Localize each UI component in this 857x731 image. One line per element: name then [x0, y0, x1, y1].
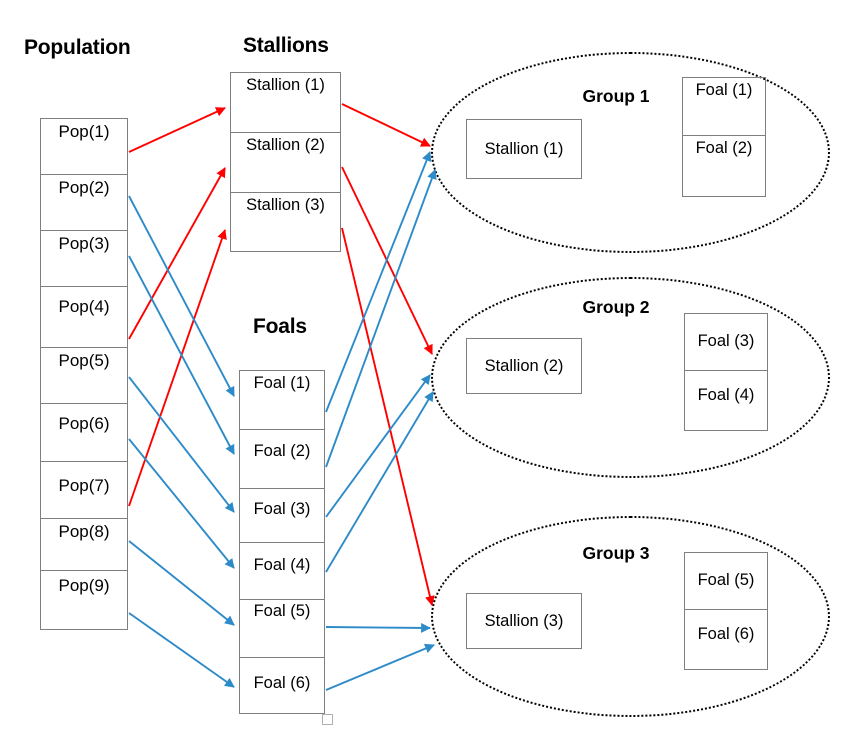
- population-cell[interactable]: Pop(8): [41, 519, 127, 571]
- stallion-cell[interactable]: Stallion (2): [231, 133, 340, 193]
- group-3-foal-stack: Foal (5) Foal (6): [684, 552, 768, 670]
- group-foal-cell[interactable]: Foal (1): [683, 78, 765, 136]
- population-cell-label: Pop(6): [58, 414, 110, 433]
- arrow-stallion2-to-group2: [341, 166, 433, 355]
- group-1-ellipse: [431, 52, 830, 253]
- arrow-pop6-to-foal4: [128, 438, 235, 569]
- group-2-stallion-box[interactable]: Stallion (2): [466, 338, 582, 394]
- population-cell[interactable]: Pop(1): [41, 119, 127, 175]
- foal-cell-label: Foal (1): [253, 374, 311, 392]
- foal-cell-label: Foal (6): [253, 674, 311, 692]
- population-cell-label: Pop(4): [58, 297, 110, 316]
- population-cell-label: Pop(3): [58, 234, 110, 253]
- population-stack: Pop(1) Pop(2) Pop(3) Pop(4) Pop(5) Pop(6…: [40, 118, 128, 630]
- group-foal-label: Foal (3): [697, 332, 755, 350]
- foals-stack: Foal (1) Foal (2) Foal (3) Foal (4) Foal…: [239, 370, 325, 714]
- population-cell-label: Pop(7): [58, 476, 110, 495]
- stallion-cell[interactable]: Stallion (3): [231, 193, 340, 253]
- selection-handle[interactable]: [322, 714, 333, 725]
- group-2-foal-stack: Foal (3) Foal (4): [684, 313, 768, 431]
- group-foal-cell[interactable]: Foal (2): [683, 136, 765, 194]
- population-cell-label: Pop(5): [58, 351, 110, 370]
- stallion-cell-label: Stallion (3): [246, 196, 325, 214]
- group-1-title: Group 1: [582, 86, 650, 106]
- group-foal-cell[interactable]: Foal (4): [685, 371, 767, 428]
- arrow-foal6-to-group3: [325, 643, 435, 691]
- group-foal-label: Foal (1): [695, 81, 753, 99]
- population-cell-label: Pop(1): [58, 122, 110, 141]
- foal-cell[interactable]: Foal (5): [240, 600, 324, 658]
- population-cell[interactable]: Pop(7): [41, 462, 127, 519]
- group-2-title: Group 2: [582, 297, 650, 317]
- foal-cell-label: Foal (5): [253, 602, 311, 620]
- foal-cell[interactable]: Foal (1): [240, 371, 324, 430]
- foal-cell[interactable]: Foal (6): [240, 658, 324, 715]
- group-3-ellipse: [431, 516, 830, 717]
- foals-heading: Foals: [253, 315, 307, 338]
- foal-cell[interactable]: Foal (3): [240, 489, 324, 543]
- group-1-foal-stack: Foal (1) Foal (2): [682, 77, 766, 197]
- foal-cell[interactable]: Foal (2): [240, 430, 324, 489]
- stallion-cell[interactable]: Stallion (1): [231, 73, 340, 133]
- population-cell-label: Pop(2): [58, 178, 110, 197]
- arrow-foal4-to-group2: [325, 391, 434, 573]
- group-foal-label: Foal (5): [697, 571, 755, 589]
- group-3-title: Group 3: [582, 543, 650, 563]
- arrow-pop8-to-foal5: [128, 540, 235, 626]
- group-foal-label: Foal (4): [697, 386, 755, 404]
- group-foal-cell[interactable]: Foal (5): [685, 553, 767, 610]
- population-cell[interactable]: Pop(9): [41, 571, 127, 631]
- arrow-foal1-to-group1: [325, 151, 432, 413]
- group-1-stallion-box[interactable]: Stallion (1): [466, 119, 582, 179]
- arrow-pop4-to-stallion2: [128, 167, 226, 340]
- group-foal-label: Foal (2): [695, 139, 753, 157]
- population-cell[interactable]: Pop(6): [41, 404, 127, 462]
- arrow-pop1-to-stallion1: [128, 107, 226, 153]
- population-cell-label: Pop(8): [58, 522, 110, 541]
- arrow-pop5-to-foal3: [128, 376, 235, 513]
- group-foal-cell[interactable]: Foal (6): [685, 610, 767, 667]
- population-cell[interactable]: Pop(2): [41, 175, 127, 231]
- arrow-pop9-to-foal6: [128, 612, 235, 688]
- foal-cell-label: Foal (4): [253, 556, 311, 574]
- arrow-foal2-to-group1: [325, 169, 437, 468]
- foal-cell-label: Foal (2): [253, 442, 311, 460]
- stallion-cell-label: Stallion (2): [246, 136, 325, 154]
- group-foal-cell[interactable]: Foal (3): [685, 314, 767, 371]
- foal-cell-label: Foal (3): [253, 500, 311, 518]
- arrow-pop7-to-stallion3: [128, 229, 227, 507]
- population-cell[interactable]: Pop(4): [41, 287, 127, 348]
- group-foal-label: Foal (6): [697, 625, 755, 643]
- group-3-stallion-box[interactable]: Stallion (3): [466, 593, 582, 649]
- stallions-heading: Stallions: [243, 34, 329, 57]
- arrow-foal5-to-group3: [325, 622, 431, 633]
- foal-cell[interactable]: Foal (4): [240, 543, 324, 600]
- population-cell[interactable]: Pop(5): [41, 348, 127, 404]
- population-cell[interactable]: Pop(3): [41, 231, 127, 287]
- arrow-foal3-to-group2: [325, 374, 431, 518]
- arrow-pop3-to-foal2: [128, 255, 235, 455]
- population-heading: Population: [24, 36, 131, 59]
- stallions-stack: Stallion (1) Stallion (2) Stallion (3): [230, 72, 341, 252]
- arrow-stallion3-to-group3: [341, 227, 435, 606]
- arrow-pop2-to-foal1: [128, 195, 235, 397]
- population-cell-label: Pop(9): [58, 576, 110, 595]
- stallion-cell-label: Stallion (1): [246, 76, 325, 94]
- arrow-stallion1-to-group1: [341, 103, 431, 147]
